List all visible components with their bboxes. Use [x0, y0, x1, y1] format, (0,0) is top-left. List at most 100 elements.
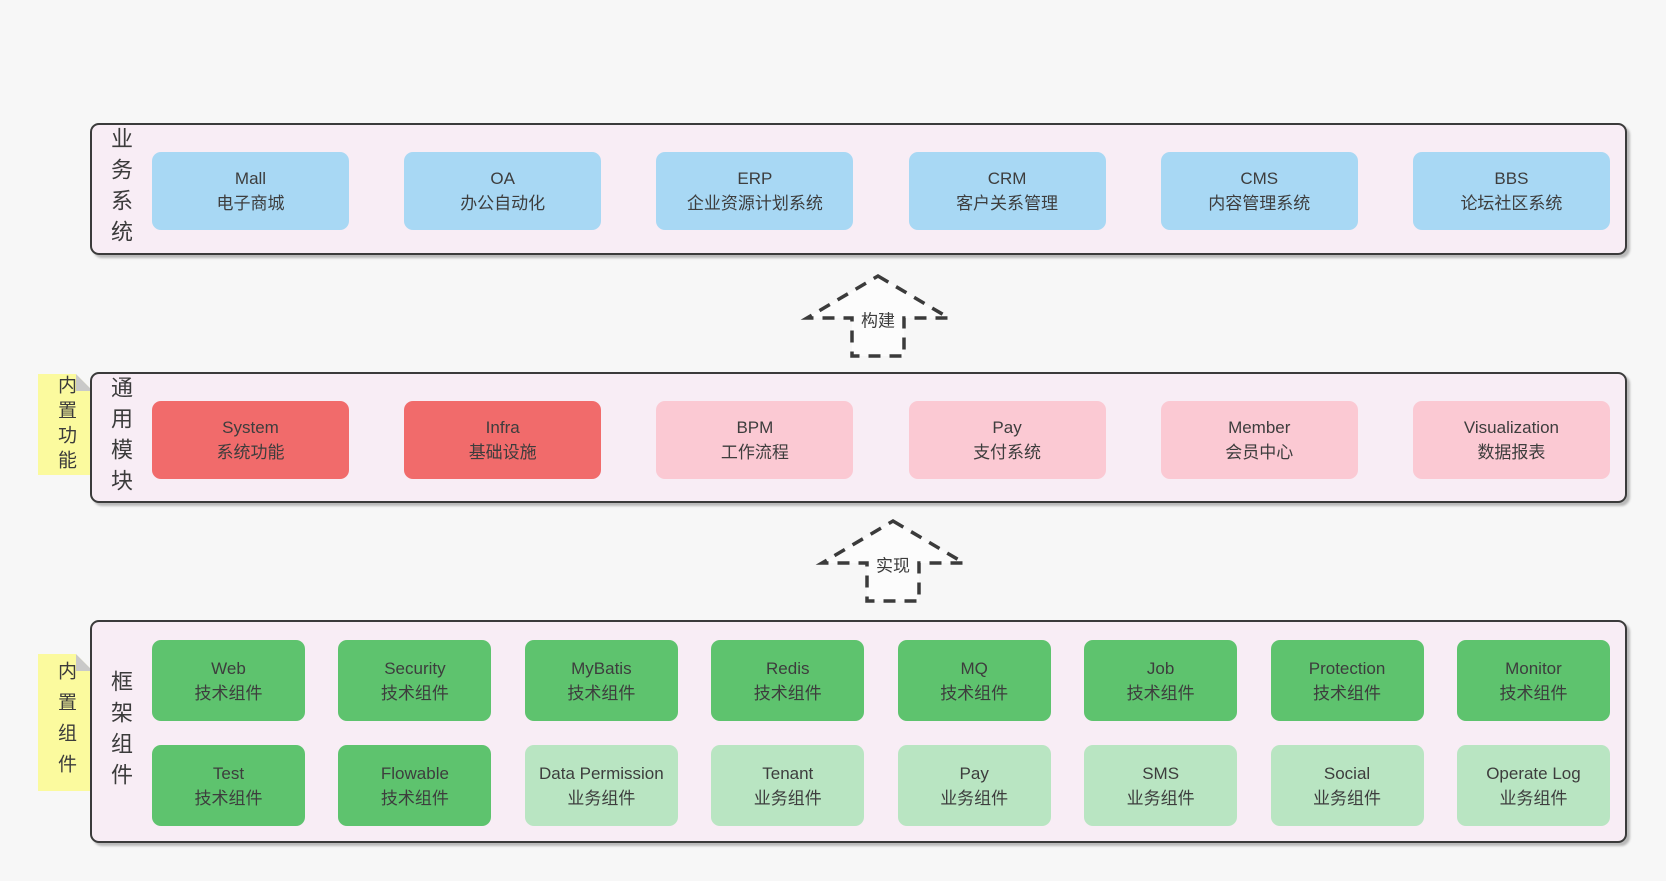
box-desc: 业务组件 [567, 788, 636, 808]
box-name: Operate Log [1486, 763, 1581, 783]
sticky-note-label: 内置功能 [55, 374, 76, 475]
box-name: Web [211, 658, 246, 678]
box-name: Mall [234, 169, 267, 188]
components-boxes-row-1: Web 技术组件 Security 技术组件 MyBatis 技术组件 Redi… [152, 640, 1610, 721]
box-pay: Pay 支付系统 [908, 401, 1106, 479]
box-name: Member [1228, 418, 1291, 437]
box-web: Web 技术组件 [152, 640, 305, 721]
box-desc: 会员中心 [1225, 443, 1294, 462]
box-monitor: Monitor 技术组件 [1456, 640, 1610, 721]
box-desc: 电子商城 [216, 194, 285, 213]
implement-arrow: 实现 [815, 518, 971, 603]
box-name: BBS [1494, 169, 1529, 188]
box-mall: Mall 电子商城 [152, 152, 349, 230]
box-name: Pay [959, 763, 989, 783]
box-name: System [222, 418, 279, 437]
box-desc: 系统功能 [216, 443, 285, 462]
business-layer-label: 业务系统 [108, 127, 133, 251]
box-name: Protection [1308, 658, 1386, 678]
box-name: Flowable [380, 763, 449, 783]
build-arrow-label: 构建 [858, 306, 898, 332]
box-name: MyBatis [571, 658, 632, 678]
box-name: SMS [1142, 763, 1180, 783]
box-job: Job 技术组件 [1084, 640, 1238, 721]
box-name: OA [490, 169, 515, 188]
box-name: Visualization [1463, 418, 1559, 437]
box-desc: 技术组件 [940, 683, 1009, 703]
sticky-note-label: 内置组件 [55, 660, 76, 785]
box-social: Social 业务组件 [1270, 745, 1424, 826]
box-desc: 业务组件 [753, 788, 822, 808]
box-visualization: Visualization 数据报表 [1412, 401, 1610, 479]
box-mybatis: MyBatis 技术组件 [524, 640, 678, 721]
box-desc: 技术组件 [1126, 683, 1195, 703]
box-infra: Infra 基础设施 [404, 401, 602, 479]
box-system: System 系统功能 [152, 401, 349, 479]
sticky-note-built-in-components: 内置组件 [38, 654, 93, 791]
box-name: Test [212, 763, 245, 783]
box-flowable: Flowable 技术组件 [338, 745, 492, 826]
implement-arrow-label: 实现 [873, 551, 913, 577]
box-desc: 论坛社区系统 [1460, 194, 1563, 213]
box-name: BPM [736, 418, 774, 437]
box-name: Social [1323, 763, 1371, 783]
box-desc: 业务组件 [1126, 788, 1195, 808]
sticky-note-built-in-features: 内置功能 [38, 374, 93, 475]
business-systems-layer: 业务系统 Mall 电子商城 OA 办公自动化 ERP 企业资源计划系统 CRM… [90, 123, 1627, 255]
modules-boxes-row: System 系统功能 Infra 基础设施 BPM 工作流程 Pay 支付系统… [152, 401, 1610, 479]
business-boxes-row: Mall 电子商城 OA 办公自动化 ERP 企业资源计划系统 CRM 客户关系… [152, 152, 1610, 230]
box-data-permission: Data Permission 业务组件 [524, 745, 678, 826]
box-desc: 数据报表 [1477, 443, 1546, 462]
framework-components-layer: 框架组件 Web 技术组件 Security 技术组件 MyBatis 技术组件… [90, 620, 1627, 843]
box-bbs: BBS 论坛社区系统 [1412, 152, 1610, 230]
box-desc: 技术组件 [567, 683, 636, 703]
box-bpm: BPM 工作流程 [656, 401, 854, 479]
box-tenant: Tenant 业务组件 [711, 745, 865, 826]
box-name: Job [1146, 658, 1175, 678]
box-desc: 技术组件 [194, 788, 263, 808]
box-name: Redis [766, 658, 810, 678]
box-security: Security 技术组件 [338, 640, 492, 721]
box-member: Member 会员中心 [1160, 401, 1358, 479]
box-desc: 技术组件 [194, 683, 263, 703]
box-desc: 办公自动化 [460, 194, 546, 213]
box-desc: 内容管理系统 [1208, 194, 1311, 213]
box-desc: 支付系统 [973, 443, 1042, 462]
box-operate-log: Operate Log 业务组件 [1456, 745, 1610, 826]
box-name: Data Permission [538, 763, 664, 783]
box-desc: 技术组件 [1499, 683, 1568, 703]
box-name: MQ [960, 658, 988, 678]
components-boxes-row-2: Test 技术组件 Flowable 技术组件 Data Permission … [152, 745, 1610, 826]
modules-layer-label: 通用模块 [108, 375, 133, 500]
box-name: ERP [737, 169, 773, 188]
box-name: Monitor [1505, 658, 1562, 678]
folded-corner [76, 374, 93, 391]
box-protection: Protection 技术组件 [1270, 640, 1424, 721]
box-name: Infra [485, 418, 520, 437]
box-desc: 技术组件 [380, 788, 449, 808]
box-desc: 企业资源计划系统 [686, 194, 823, 213]
box-desc: 业务组件 [1499, 788, 1568, 808]
box-desc: 业务组件 [940, 788, 1009, 808]
box-desc: 技术组件 [380, 683, 449, 703]
box-sms: SMS 业务组件 [1084, 745, 1238, 826]
box-name: Pay [992, 418, 1022, 437]
box-crm: CRM 客户关系管理 [908, 152, 1106, 230]
box-name: CRM [987, 169, 1027, 188]
build-arrow: 构建 [800, 273, 956, 358]
box-mq: MQ 技术组件 [897, 640, 1051, 721]
box-desc: 工作流程 [720, 443, 789, 462]
box-redis: Redis 技术组件 [711, 640, 865, 721]
box-name: CMS [1240, 169, 1279, 188]
box-oa: OA 办公自动化 [404, 152, 602, 230]
box-test: Test 技术组件 [152, 745, 305, 826]
components-layer-label: 框架组件 [108, 669, 133, 794]
box-erp: ERP 企业资源计划系统 [656, 152, 854, 230]
common-modules-layer: 通用模块 System 系统功能 Infra 基础设施 BPM 工作流程 Pay… [90, 372, 1627, 503]
box-desc: 基础设施 [468, 443, 537, 462]
box-desc: 业务组件 [1313, 788, 1382, 808]
box-desc: 技术组件 [753, 683, 822, 703]
box-desc: 技术组件 [1313, 683, 1382, 703]
box-name: Security [384, 658, 446, 678]
